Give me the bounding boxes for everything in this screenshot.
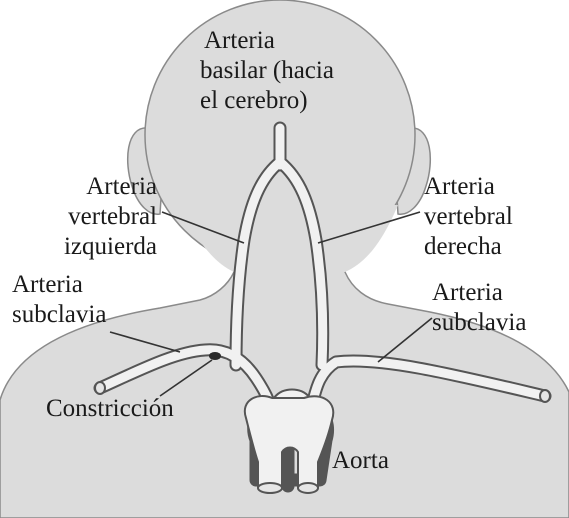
aorta-right-opening	[298, 483, 318, 493]
label-arteria-subclavia-izquierda: Arteria subclavia	[12, 270, 106, 330]
label-line: Arteria	[424, 172, 513, 202]
label-constriccion: Constricción	[46, 394, 174, 424]
constriction-mark	[209, 352, 221, 360]
label-arteria-vertebral-izquierda: Arteria vertebral izquierda	[12, 172, 157, 262]
label-line: subclavia	[432, 308, 526, 338]
label-line: Arteria	[200, 26, 334, 56]
label-line: Arteria	[12, 172, 157, 202]
right-subclavian-end	[540, 390, 550, 402]
label-line: derecha	[424, 232, 513, 262]
label-arteria-subclavia-derecha: Arteria subclavia	[432, 278, 526, 338]
neck	[178, 205, 398, 272]
label-line: basilar (hacia	[200, 56, 334, 86]
label-line: izquierda	[12, 232, 157, 262]
label-arteria-basilar: Arteria basilar (hacia el cerebro)	[200, 26, 334, 116]
aorta-left-opening	[258, 483, 282, 493]
label-line: vertebral	[424, 202, 513, 232]
label-line: subclavia	[12, 300, 106, 330]
label-line: el cerebro)	[200, 86, 334, 116]
left-subclavian-end	[95, 382, 105, 394]
label-arteria-vertebral-derecha: Arteria vertebral derecha	[424, 172, 513, 262]
label-line: Arteria	[12, 270, 106, 300]
label-aorta: Aorta	[332, 446, 389, 476]
label-line: vertebral	[12, 202, 157, 232]
label-line: Arteria	[432, 278, 526, 308]
